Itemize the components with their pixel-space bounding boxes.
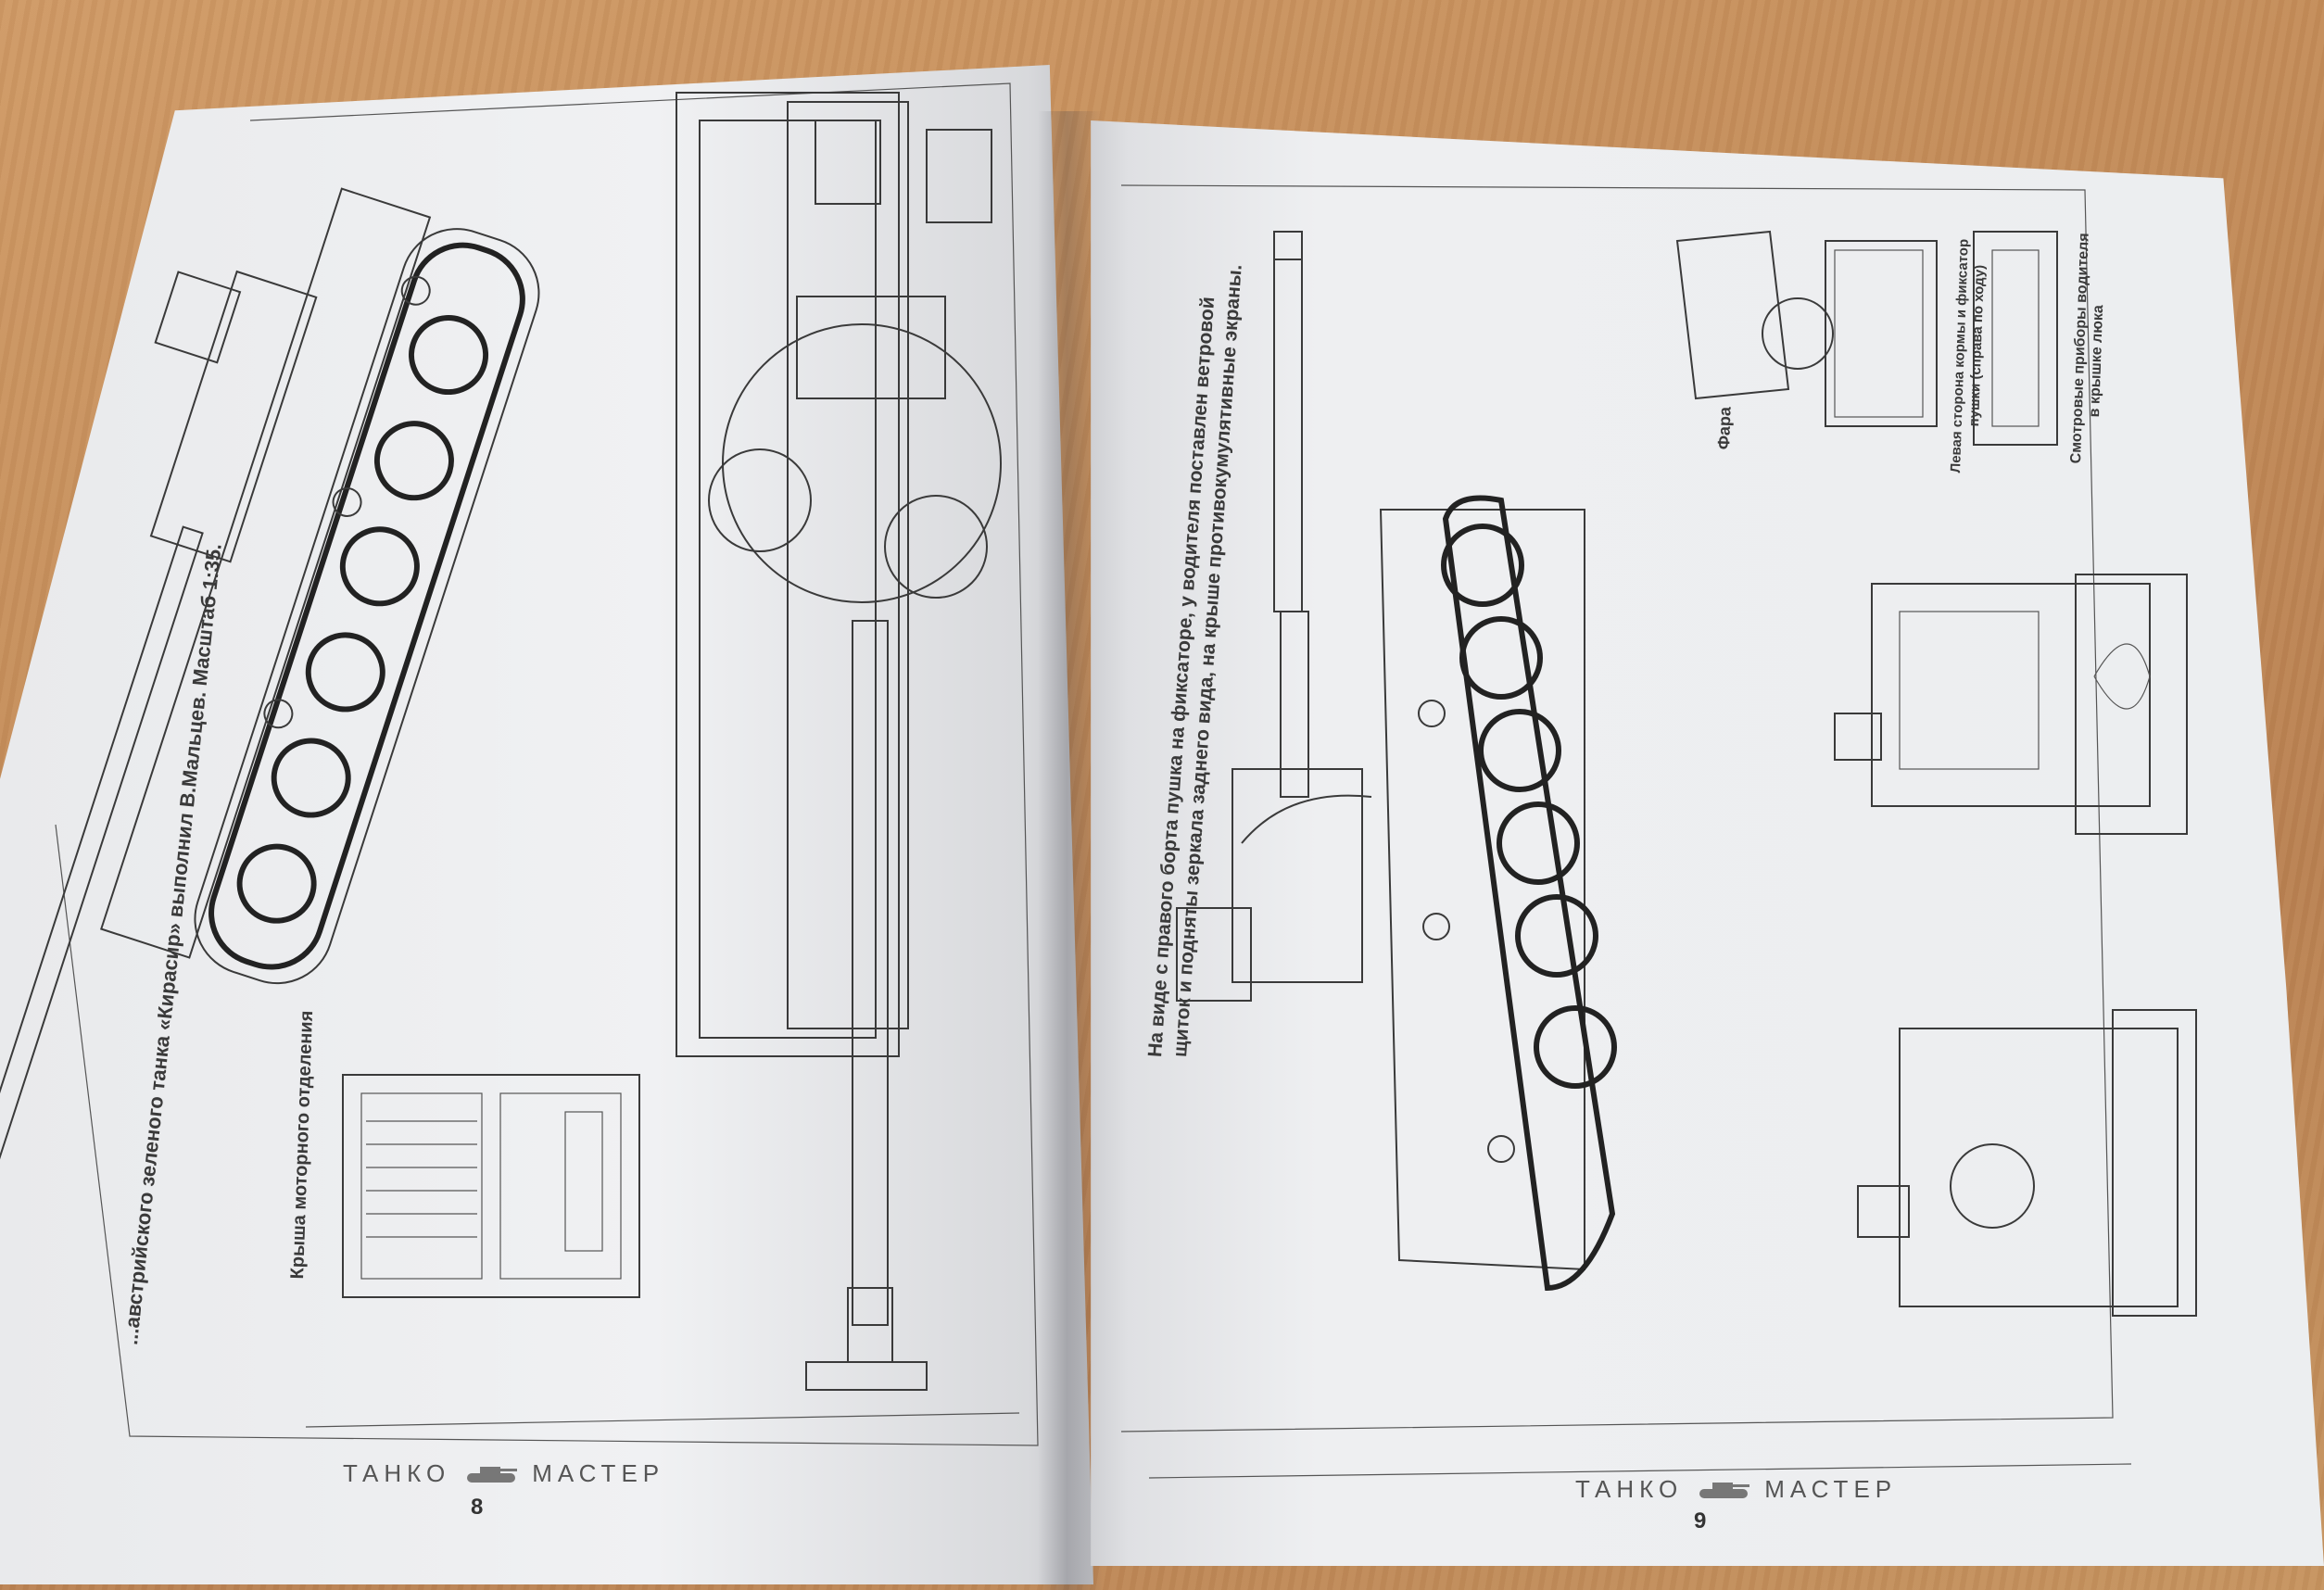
tank-right-side-view-drawing xyxy=(1176,231,1617,1292)
fara-caption: Фара xyxy=(1714,406,1735,450)
footer-logo-left-word-right: ТАНКО xyxy=(1575,1475,1684,1503)
footer-logo-left-word: ТАНКО xyxy=(343,1459,451,1487)
right-footer-logo: ТАНКО МАСТЕР xyxy=(1575,1475,1897,1504)
detail-insets-drawing xyxy=(1675,230,2058,446)
right-page-drawings xyxy=(1120,184,2197,1479)
footer-logo-right-word-right: МАСТЕР xyxy=(1764,1475,1898,1503)
engine-deck-inset-drawing xyxy=(342,1074,640,1298)
right-page-number: 9 xyxy=(1694,1508,1707,1533)
tank-side-view-drawing xyxy=(0,187,540,1222)
tank-front-view-drawings xyxy=(1834,574,2197,1317)
tank-logo-icon xyxy=(1699,1482,1750,1498)
left-page: ...австрийского зеленого танка «Кирасир»… xyxy=(0,65,1093,1584)
left-page-number: 8 xyxy=(471,1495,484,1520)
right-page: На виде с правого борта пушка на фиксато… xyxy=(1091,120,2324,1566)
footer-logo-right-word: МАСТЕР xyxy=(532,1459,665,1487)
left-page-drawings xyxy=(0,82,1039,1446)
tank-top-view-drawing xyxy=(676,92,1002,1391)
tank-logo-icon xyxy=(467,1466,518,1483)
left-footer-logo: ТАНКО МАСТЕР xyxy=(343,1459,664,1488)
